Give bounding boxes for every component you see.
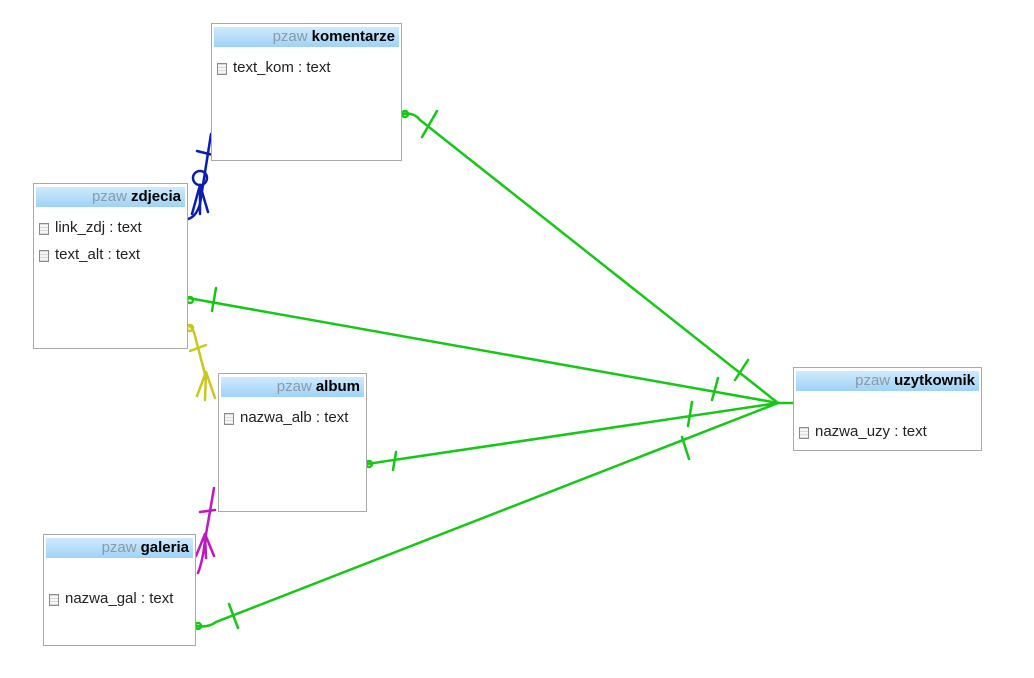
table-name: album: [315, 378, 360, 395]
column-row[interactable]: text_alt : text: [34, 244, 187, 271]
crow-foot-left: [195, 370, 208, 398]
relation-galeria-uzytkownik: [193, 401, 780, 631]
table-name: komentarze: [311, 28, 395, 45]
crow-foot-right: [198, 183, 210, 214]
column-icon: [217, 63, 227, 75]
column-list: text_kom : text: [212, 57, 401, 84]
column-icon: [224, 413, 234, 425]
column-name: nazwa_uzy: [815, 423, 891, 440]
relation-komentarze-zdjecia: [186, 132, 215, 221]
column-type: text: [324, 409, 349, 426]
column-name: nazwa_gal: [65, 590, 137, 607]
crow-foot-center: [203, 532, 208, 560]
column-type: text: [115, 246, 141, 263]
crow-foot-right: [203, 532, 216, 558]
table-name: zdjecia: [130, 188, 181, 205]
one-mark: [195, 149, 215, 157]
optional-circle: [400, 109, 410, 119]
column-list: nazwa_uzy : text: [794, 421, 981, 448]
relation-komentarze-uzytkownik: [400, 109, 780, 405]
column-list: link_zdj : text text_alt : text: [34, 217, 187, 271]
column-row[interactable]: link_zdj : text: [34, 217, 187, 244]
column-type: text: [902, 423, 927, 440]
column-type: text: [149, 590, 174, 607]
relation-line-album-uzytkownik: [365, 401, 780, 466]
column-type: text: [306, 59, 331, 76]
column-name: text_alt: [55, 246, 104, 263]
table-prefix: pzaw: [855, 372, 891, 389]
column-row[interactable]: text_kom : text: [212, 57, 401, 84]
one-mark: [420, 109, 439, 139]
one-mark: [733, 358, 750, 382]
column-icon: [39, 250, 49, 262]
relation-album-uzytkownik: [364, 400, 780, 472]
column-icon: [49, 594, 59, 606]
column-row[interactable]: nazwa_alb : text: [219, 407, 366, 434]
column-name: nazwa_alb: [240, 409, 312, 426]
column-list: nazwa_alb : text: [219, 407, 366, 434]
table-name: uzytkownik: [894, 372, 975, 389]
column-name: link_zdj: [55, 219, 106, 236]
relation-line-zdjecia-uzytkownik: [186, 296, 780, 405]
table-prefix: pzaw: [101, 539, 137, 556]
crow-foot-right: [204, 370, 217, 400]
column-list: nazwa_gal : text: [44, 588, 195, 615]
relation-line-album-galeria: [196, 486, 216, 575]
one-mark: [198, 508, 217, 514]
crow-foot-left: [190, 183, 202, 216]
column-type: text: [117, 219, 142, 236]
table-prefix: pzaw: [272, 28, 308, 45]
one-mark: [227, 602, 240, 630]
column-row[interactable]: nazwa_gal : text: [44, 588, 195, 615]
table-prefix: pzaw: [276, 378, 312, 395]
crow-foot-left: [194, 532, 207, 558]
relation-line-galeria-uzytkownik: [194, 401, 780, 628]
one-mark: [680, 435, 691, 461]
relation-album-galeria: [194, 486, 217, 575]
one-mark: [188, 343, 208, 353]
one-mark: [210, 286, 218, 313]
crow-foot-center: [203, 370, 208, 402]
one-mark: [686, 400, 694, 428]
table-prefix: pzaw: [91, 188, 127, 205]
relation-zdjecia-album: [185, 323, 217, 402]
column-row[interactable]: nazwa_uzy : text: [794, 421, 981, 448]
column-icon: [799, 427, 809, 439]
one-mark: [391, 450, 398, 472]
table-name: galeria: [140, 539, 189, 556]
column-name: text_kom: [233, 59, 294, 76]
one-mark: [710, 376, 720, 402]
column-icon: [39, 223, 49, 235]
relation-line-komentarze-uzytkownik: [401, 112, 780, 405]
